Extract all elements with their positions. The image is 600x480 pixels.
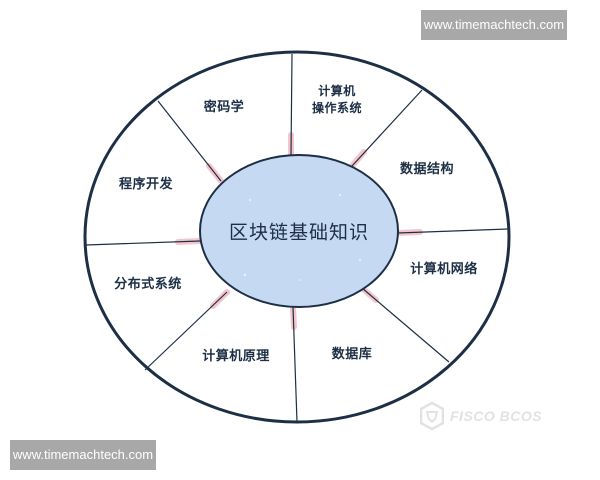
- center-circle: [199, 154, 399, 308]
- segment-label-computer-network: 计算机网络: [410, 262, 478, 277]
- divider-upper-left: [157, 100, 222, 182]
- divider-lower-left: [144, 291, 228, 371]
- segment-label-programming: 程序开发: [118, 177, 174, 192]
- spoke-dividers: [85, 53, 509, 423]
- divider-lower-right: [361, 287, 450, 363]
- divider-bottom: [292, 306, 298, 423]
- segment-label-cryptography: 密码学: [203, 100, 245, 115]
- center-speckles: [243, 194, 361, 281]
- segment-label-distributed-systems: 分布式系统: [114, 277, 182, 292]
- segment-label-data-structures: 数据结构: [399, 162, 455, 177]
- divider-top: [290, 53, 293, 156]
- segment-label-operating-system: 计算机 操作系统: [311, 84, 362, 115]
- hexagon-shield-icon: [420, 402, 444, 430]
- divider-left: [85, 240, 201, 246]
- watermark-top-right: www.timemachtech.com: [421, 10, 567, 40]
- brand-logo: FISCO BCOS: [420, 402, 542, 430]
- center-topic-label: 区块链基础知识: [228, 221, 370, 244]
- segment-label-computer-principles: 计算机原理: [202, 349, 270, 364]
- watermark-bottom-left: www.timemachtech.com: [10, 440, 156, 470]
- divider-right: [397, 228, 509, 234]
- outer-ring: [83, 50, 511, 424]
- divider-upper-right: [351, 89, 423, 167]
- segment-label-database: 数据库: [331, 347, 373, 362]
- brand-logo-text: FISCO BCOS: [450, 408, 543, 424]
